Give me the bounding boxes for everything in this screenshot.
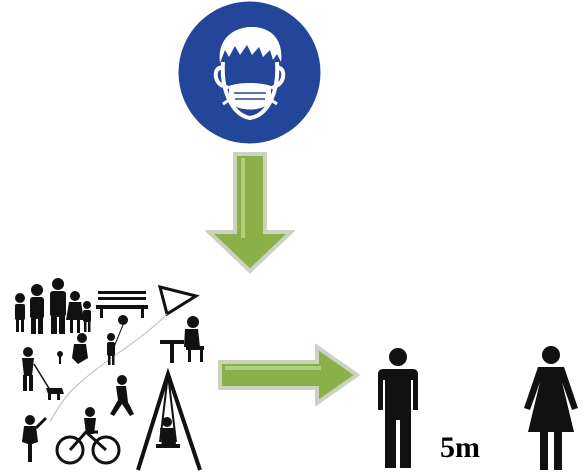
man-icon — [378, 348, 418, 471]
face-mask-icon — [177, 0, 322, 145]
park-activities-illustration — [10, 272, 215, 471]
arrow-down — [205, 152, 295, 274]
arrow-right-icon — [217, 344, 362, 406]
man-figure — [378, 348, 418, 471]
woman-icon — [518, 346, 584, 471]
arrow-down-icon — [205, 152, 295, 274]
arrow-right — [217, 344, 362, 406]
distance-label: 5m — [440, 433, 480, 463]
woman-figure — [518, 346, 584, 471]
park-activities-icon — [10, 272, 215, 471]
face-mask-badge — [177, 0, 322, 145]
